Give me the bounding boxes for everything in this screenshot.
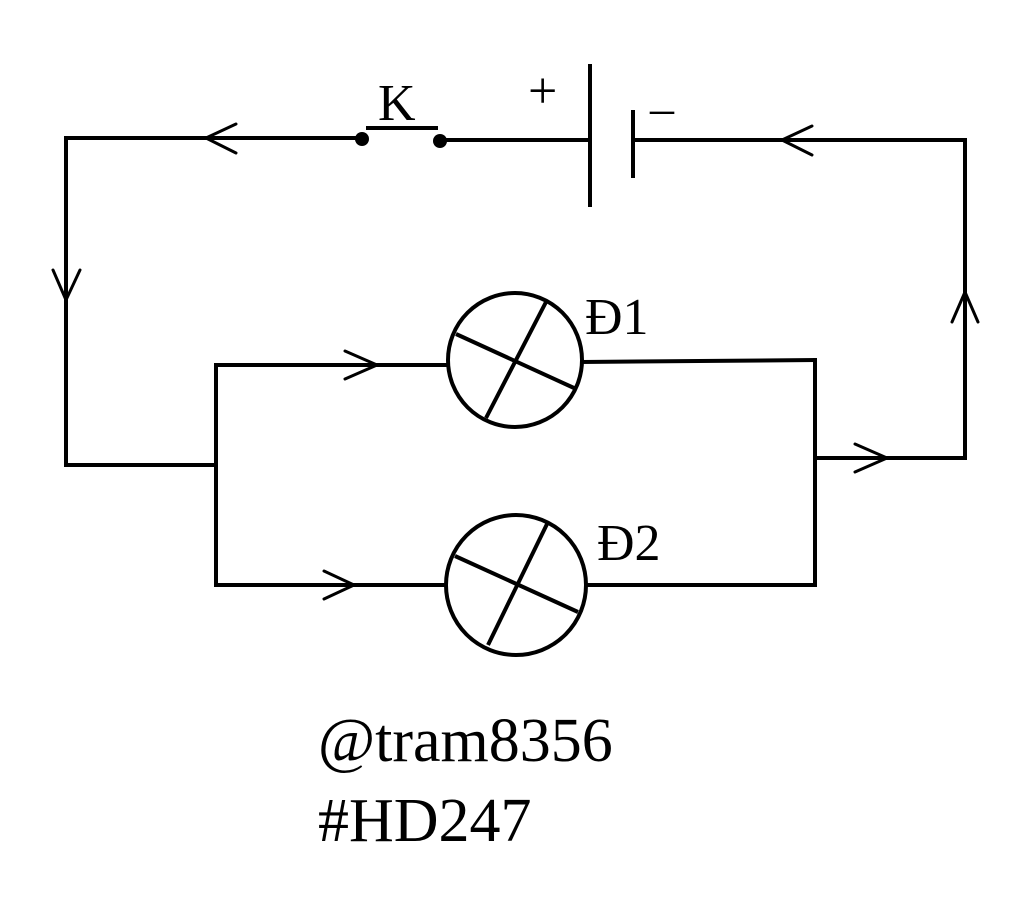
- battery-positive-label: +: [528, 63, 557, 120]
- wire-branch-1-right: [579, 357, 818, 365]
- switch-icon: [355, 126, 447, 148]
- watermark-tag: #HD247: [318, 787, 532, 855]
- battery-negative-label: –: [649, 82, 675, 135]
- wire-top-left: [64, 136, 364, 467]
- current-arrow-icon: [204, 122, 238, 155]
- lamp-2-label: Đ2: [597, 515, 661, 572]
- battery-icon: [588, 64, 635, 207]
- watermark-author: @tram8356: [318, 707, 613, 775]
- wires: [64, 136, 967, 587]
- lamp-icon: [446, 291, 584, 429]
- current-arrow-icon: [343, 349, 379, 381]
- wire-battery-to-right: [631, 138, 967, 460]
- current-arrow-icon: [780, 124, 814, 157]
- current-arrow-icon: [322, 569, 356, 601]
- lamp-icon: [444, 513, 588, 657]
- current-arrow-icon: [51, 268, 82, 302]
- lamp-1-label: Đ1: [585, 289, 649, 346]
- current-arrow-icon: [950, 290, 980, 324]
- current-arrow-icon: [853, 442, 889, 474]
- switch-label: K: [378, 75, 416, 132]
